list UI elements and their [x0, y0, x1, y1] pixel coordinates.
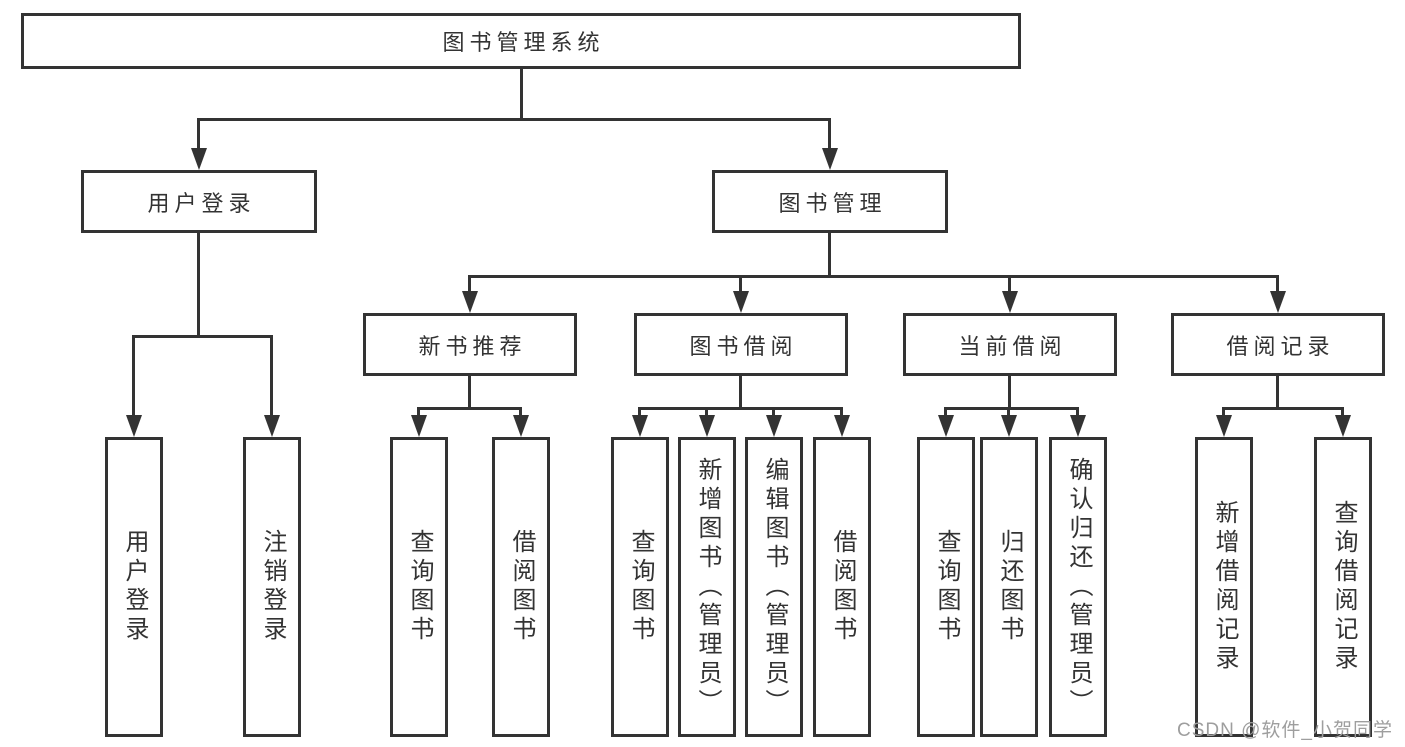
arrow-down-icon: [1002, 291, 1018, 313]
connector: [520, 69, 523, 118]
arrow-down-icon: [1335, 415, 1351, 437]
connector: [1276, 275, 1279, 293]
node-new-book-recommend-label: 新书推荐: [418, 333, 527, 359]
connector: [197, 118, 200, 150]
node-current-borrow: 当前借阅: [903, 313, 1117, 376]
arrow-down-icon: [733, 291, 749, 313]
connector: [468, 275, 471, 293]
leaf-borrow-books-2-label: 借阅图书: [829, 529, 856, 645]
connector: [1222, 407, 1344, 410]
arrow-down-icon: [462, 291, 478, 313]
arrow-down-icon: [1270, 291, 1286, 313]
connector: [739, 275, 742, 293]
node-book-borrow-label: 图书借阅: [689, 333, 798, 359]
leaf-add-book-admin-label: 新增图书（管理员）: [694, 456, 721, 718]
leaf-add-borrow-record: 新增借阅记录: [1195, 437, 1253, 737]
leaf-user-login-label: 用户登录: [121, 529, 148, 645]
leaf-query-books-recommend-label: 查询图书: [406, 529, 433, 645]
leaf-user-login: 用户登录: [105, 437, 163, 737]
node-book-management-label: 图书管理: [778, 190, 887, 216]
connector: [705, 407, 708, 417]
connector: [417, 407, 420, 417]
connector: [468, 275, 1279, 278]
leaf-query-borrow-record-label: 查询借阅记录: [1330, 500, 1357, 674]
csdn-watermark: CSDN @软件_小贺同学: [1177, 720, 1393, 741]
leaf-return-book-label: 归还图书: [996, 529, 1023, 645]
connector: [1076, 407, 1079, 417]
leaf-query-books-borrow-label: 查询图书: [627, 529, 654, 645]
node-book-borrow: 图书借阅: [634, 313, 848, 376]
connector: [519, 407, 522, 417]
arrow-down-icon: [938, 415, 954, 437]
leaf-logout: 注销登录: [243, 437, 301, 737]
node-new-book-recommend: 新书推荐: [363, 313, 577, 376]
connector: [828, 233, 831, 275]
leaf-logout-label: 注销登录: [259, 529, 286, 645]
arrow-down-icon: [834, 415, 850, 437]
leaf-query-borrow-record: 查询借阅记录: [1314, 437, 1372, 737]
leaf-query-books-current-label: 查询图书: [933, 529, 960, 645]
leaf-borrow-books-2: 借阅图书: [813, 437, 871, 737]
connector: [1008, 275, 1011, 293]
node-user-login: 用户登录: [81, 170, 317, 233]
connector: [1007, 407, 1010, 417]
connector: [1008, 376, 1011, 407]
arrow-down-icon: [411, 415, 427, 437]
connector: [828, 118, 831, 150]
arrow-down-icon: [264, 415, 280, 437]
arrow-down-icon: [191, 148, 207, 170]
leaf-query-books-recommend: 查询图书: [390, 437, 448, 737]
arrow-down-icon: [1070, 415, 1086, 437]
connector: [132, 335, 273, 338]
connector: [944, 407, 947, 417]
node-user-login-label: 用户登录: [147, 190, 256, 216]
connector: [1222, 407, 1225, 417]
node-current-borrow-label: 当前借阅: [958, 333, 1067, 359]
leaf-confirm-return-admin: 确认归还（管理员）: [1049, 437, 1107, 737]
arrow-down-icon: [513, 415, 529, 437]
connector: [638, 407, 641, 417]
leaf-edit-book-admin-label: 编辑图书（管理员）: [761, 456, 788, 718]
leaf-add-borrow-record-label: 新增借阅记录: [1211, 500, 1238, 674]
connector: [638, 407, 843, 410]
connector: [197, 118, 831, 121]
arrow-down-icon: [632, 415, 648, 437]
node-root: 图书管理系统: [21, 13, 1021, 69]
connector: [270, 335, 273, 417]
connector: [1276, 376, 1279, 407]
node-borrow-records-label: 借阅记录: [1226, 333, 1335, 359]
connector: [944, 407, 1079, 410]
arrow-down-icon: [1216, 415, 1232, 437]
connector: [468, 376, 471, 407]
connector: [1341, 407, 1344, 417]
node-book-management: 图书管理: [712, 170, 948, 233]
arrow-down-icon: [699, 415, 715, 437]
connector: [197, 233, 200, 335]
leaf-edit-book-admin: 编辑图书（管理员）: [745, 437, 803, 737]
connector: [739, 376, 742, 407]
connector: [840, 407, 843, 417]
connector: [417, 407, 522, 410]
leaf-borrow-books-recommend-label: 借阅图书: [508, 529, 535, 645]
arrow-down-icon: [126, 415, 142, 437]
arrow-down-icon: [822, 148, 838, 170]
connector: [772, 407, 775, 417]
arrow-down-icon: [766, 415, 782, 437]
connector: [132, 335, 135, 417]
leaf-confirm-return-admin-label: 确认归还（管理员）: [1065, 456, 1092, 718]
node-borrow-records: 借阅记录: [1171, 313, 1385, 376]
arrow-down-icon: [1001, 415, 1017, 437]
leaf-query-books-current: 查询图书: [917, 437, 975, 737]
leaf-return-book: 归还图书: [980, 437, 1038, 737]
leaf-borrow-books-recommend: 借阅图书: [492, 437, 550, 737]
node-root-label: 图书管理系统: [442, 30, 605, 55]
leaf-query-books-borrow: 查询图书: [611, 437, 669, 737]
leaf-add-book-admin: 新增图书（管理员）: [678, 437, 736, 737]
